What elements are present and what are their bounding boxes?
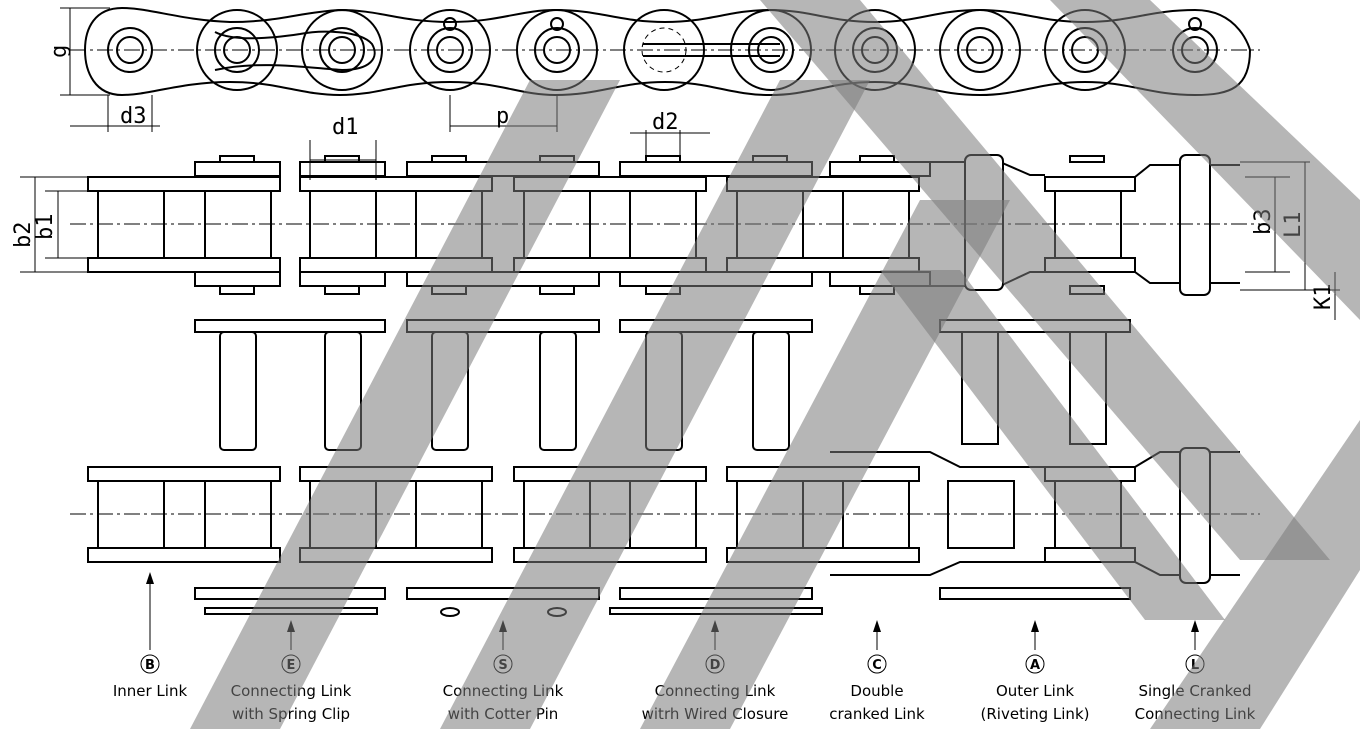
- dim-g: g: [47, 45, 72, 58]
- cotter-pin-head: [550, 17, 564, 31]
- dim-d3: d3: [120, 104, 147, 129]
- spring-clip: [214, 30, 376, 72]
- caption-line2: (Riveting Link): [981, 705, 1090, 723]
- cotter-pin-head: [443, 17, 457, 31]
- dim-d1: d1: [332, 115, 359, 140]
- caption-inner-link: B Inner Link: [113, 654, 188, 700]
- caption-line1: Outer Link: [996, 682, 1074, 700]
- dim-d2: d2: [652, 110, 679, 135]
- side-view: [70, 6, 1260, 97]
- cotter-pin-head: [1188, 17, 1202, 31]
- dim-p: p: [496, 104, 509, 129]
- dim-b2: b2: [11, 222, 36, 249]
- caption-outer-link: A Outer Link (Riveting Link): [981, 654, 1090, 723]
- caption-line1: Inner Link: [113, 682, 188, 700]
- caption-letter: C: [872, 658, 882, 673]
- caption-line2: cranked Link: [829, 705, 925, 723]
- caption-letter: A: [1030, 658, 1040, 673]
- caption-letter: B: [145, 658, 155, 673]
- watermark-logo: [190, 0, 1360, 729]
- caption-line1: Double: [850, 682, 903, 700]
- caption-double-cranked-link: C Double cranked Link: [829, 654, 925, 723]
- assembled-dimensions: b2 b1 d1 d2 b3 L1 K1: [11, 110, 1340, 320]
- dim-b1: b1: [33, 214, 58, 241]
